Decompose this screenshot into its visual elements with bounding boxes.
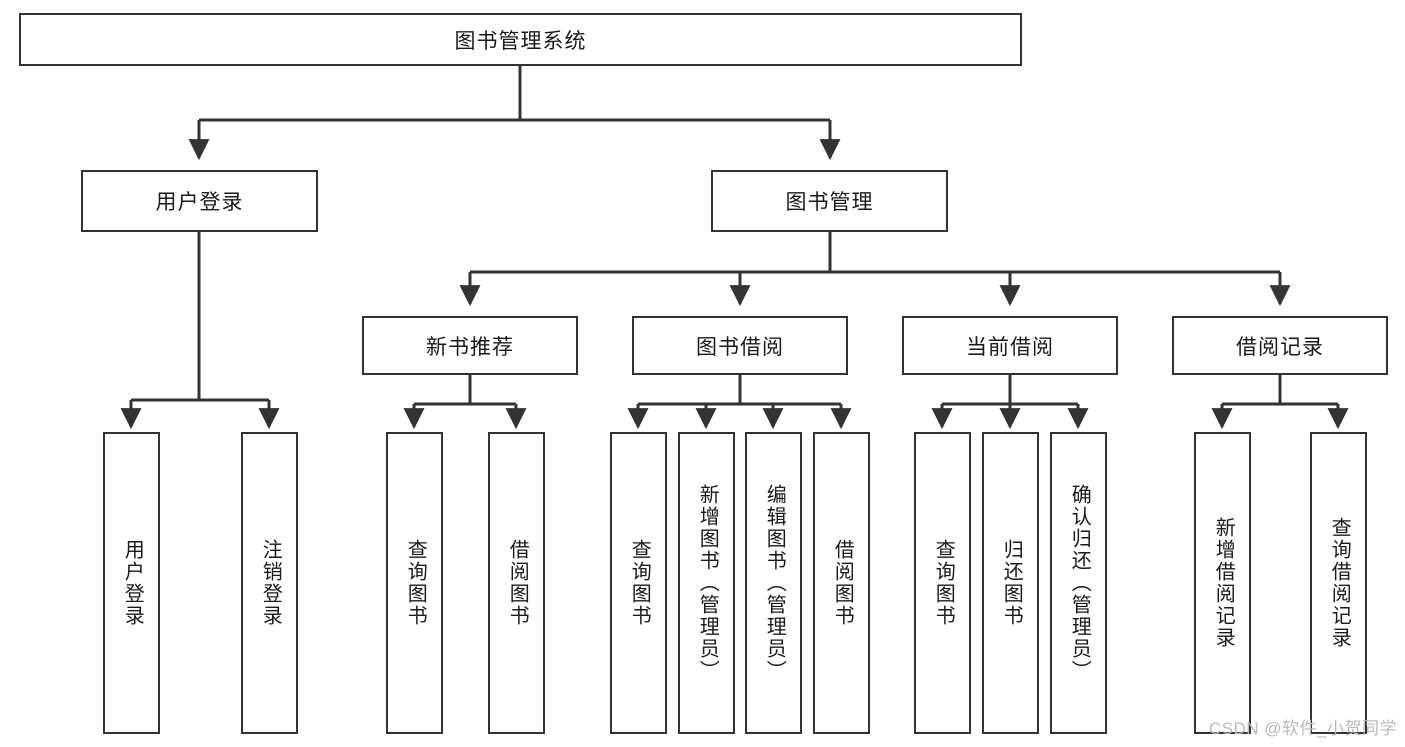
node-current-borrow[interactable]: 当前借阅 (902, 316, 1118, 375)
node-root-system[interactable]: 图书管理系统 (19, 13, 1022, 66)
leaf-borrow-edit-book-admin[interactable]: 编辑图书（管理员） (745, 432, 802, 734)
node-new-book-recommend[interactable]: 新书推荐 (362, 316, 578, 375)
node-label: 注销登录 (259, 539, 282, 627)
node-book-borrow[interactable]: 图书借阅 (632, 316, 848, 375)
leaf-current-confirm-return-admin[interactable]: 确认归还（管理员） (1050, 432, 1107, 734)
node-label: 图书管理系统 (454, 29, 587, 53)
node-label: 借阅记录 (1236, 335, 1324, 359)
leaf-borrow-query-book[interactable]: 查询图书 (610, 432, 667, 734)
leaf-borrow-borrow-book[interactable]: 借阅图书 (813, 432, 870, 734)
node-borrow-record[interactable]: 借阅记录 (1172, 316, 1388, 375)
leaf-recommend-borrow-book[interactable]: 借阅图书 (488, 432, 545, 734)
node-label: 新增借阅记录 (1212, 517, 1235, 649)
node-label: 借阅图书 (831, 539, 854, 627)
node-label: 当前借阅 (966, 335, 1054, 359)
node-label: 图书借阅 (696, 335, 784, 359)
node-label: 查询图书 (628, 539, 651, 627)
node-label: 确认归还（管理员） (1068, 484, 1091, 682)
node-label: 编辑图书（管理员） (763, 484, 786, 682)
csdn-watermark: CSDN @软件_小贺同学 (1208, 719, 1397, 738)
node-label: 查询图书 (932, 539, 955, 627)
node-label: 新书推荐 (426, 335, 514, 359)
node-user-login[interactable]: 用户登录 (81, 170, 318, 232)
node-label: 查询图书 (404, 539, 427, 627)
leaf-borrow-add-book-admin[interactable]: 新增图书（管理员） (678, 432, 735, 734)
leaf-record-query[interactable]: 查询借阅记录 (1310, 432, 1367, 734)
node-label: 用户登录 (155, 191, 244, 214)
leaf-logout[interactable]: 注销登录 (241, 432, 298, 734)
node-book-management[interactable]: 图书管理 (711, 170, 948, 232)
node-label: 归还图书 (1000, 539, 1023, 627)
node-label: 用户登录 (121, 539, 144, 627)
node-label: 查询借阅记录 (1328, 517, 1351, 649)
leaf-recommend-query-book[interactable]: 查询图书 (386, 432, 443, 734)
leaf-current-query-book[interactable]: 查询图书 (914, 432, 971, 734)
leaf-record-add[interactable]: 新增借阅记录 (1194, 432, 1251, 734)
node-label: 新增图书（管理员） (696, 484, 719, 682)
leaf-current-return-book[interactable]: 归还图书 (982, 432, 1039, 734)
node-label: 借阅图书 (506, 539, 529, 627)
leaf-user-login[interactable]: 用户登录 (103, 432, 160, 734)
node-label: 图书管理 (785, 191, 874, 214)
